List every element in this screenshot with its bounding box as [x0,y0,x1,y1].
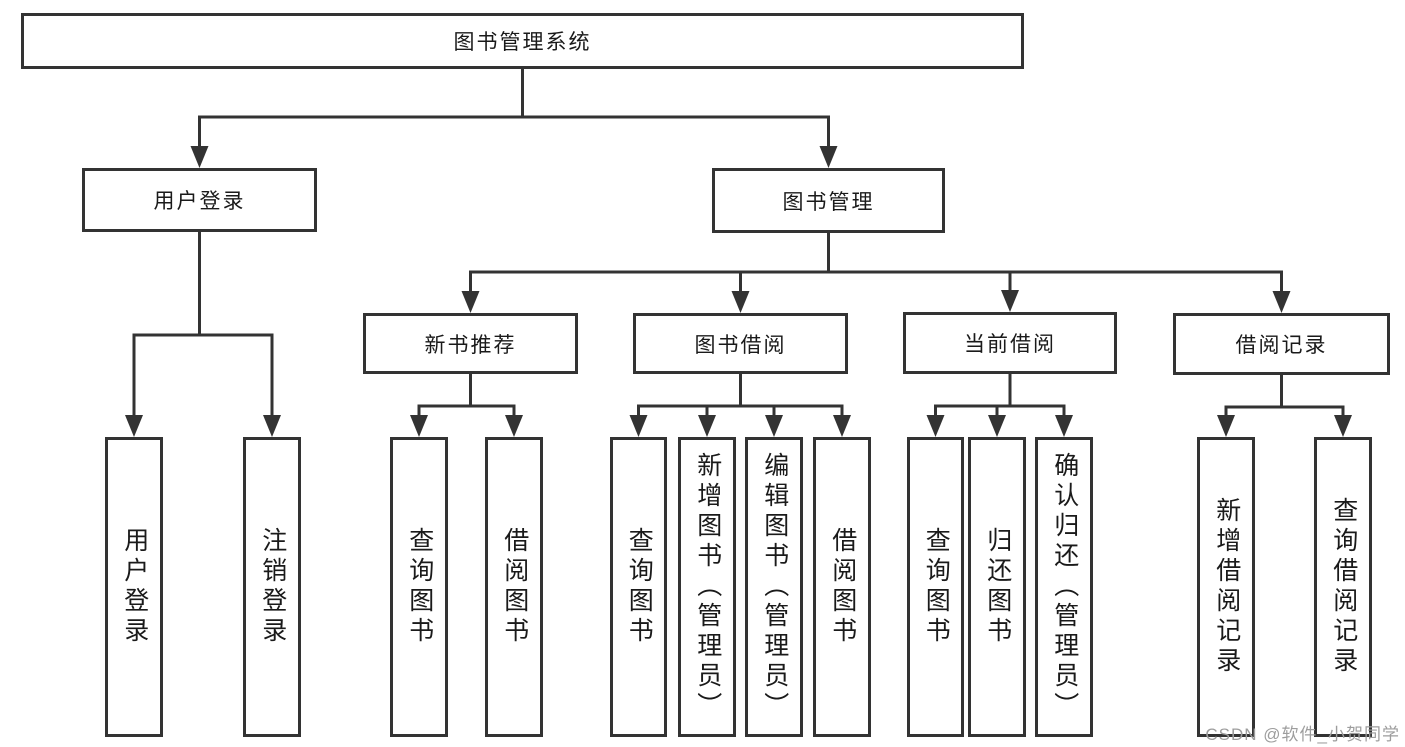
node-label: 图书管理系统 [453,31,592,54]
node-nb-borrow: 借阅图书 [485,437,543,737]
node-label: 新书推荐 [424,333,517,357]
node-label: 当前借阅 [964,333,1056,356]
node-label: 查询图书 [405,527,434,647]
node-label: 借阅记录 [1235,334,1328,357]
node-book-mgmt: 图书管理 [712,168,945,233]
node-label: 用户登录 [153,190,246,213]
node-label: 借阅图书 [500,527,529,647]
node-br-query: 查询借阅记录 [1314,437,1372,737]
watermark: CSDN @软件_小贺同学 [1205,725,1400,744]
node-cb-query: 查询图书 [907,437,964,737]
node-cb-return: 归还图书 [968,437,1026,737]
node-bb-query: 查询图书 [610,437,667,737]
node-label: 新增借阅记录 [1212,497,1241,677]
node-user-login: 用户登录 [82,168,317,232]
node-label: 图书借阅 [694,333,787,357]
node-label: 图书管理 [782,190,875,214]
node-current-borrow: 当前借阅 [903,312,1117,374]
node-label: 用户登录 [120,527,149,647]
node-label: 新增图书（管理员） [693,452,722,722]
node-label: 归还图书 [983,527,1012,647]
node-ul-logout: 注销登录 [243,437,301,737]
node-label: 确认归还（管理员） [1050,452,1079,722]
node-ul-login: 用户登录 [105,437,163,737]
node-label: 借阅图书 [828,527,857,647]
node-borrow-records: 借阅记录 [1173,313,1390,375]
node-nb-query: 查询图书 [390,437,448,737]
node-br-add: 新增借阅记录 [1197,437,1255,737]
node-cb-confirm: 确认归还（管理员） [1035,437,1093,737]
node-label: 编辑图书（管理员） [760,452,789,722]
node-label: 注销登录 [258,527,287,647]
node-book-borrow: 图书借阅 [633,313,848,374]
node-root: 图书管理系统 [21,13,1024,69]
node-bb-edit: 编辑图书（管理员） [745,437,803,737]
node-bb-add: 新增图书（管理员） [678,437,736,737]
node-label: 查询图书 [922,527,951,647]
node-label: 查询借阅记录 [1329,497,1358,677]
node-label: 查询图书 [625,527,654,647]
node-new-book-rec: 新书推荐 [363,313,578,374]
node-bb-borrow: 借阅图书 [813,437,871,737]
